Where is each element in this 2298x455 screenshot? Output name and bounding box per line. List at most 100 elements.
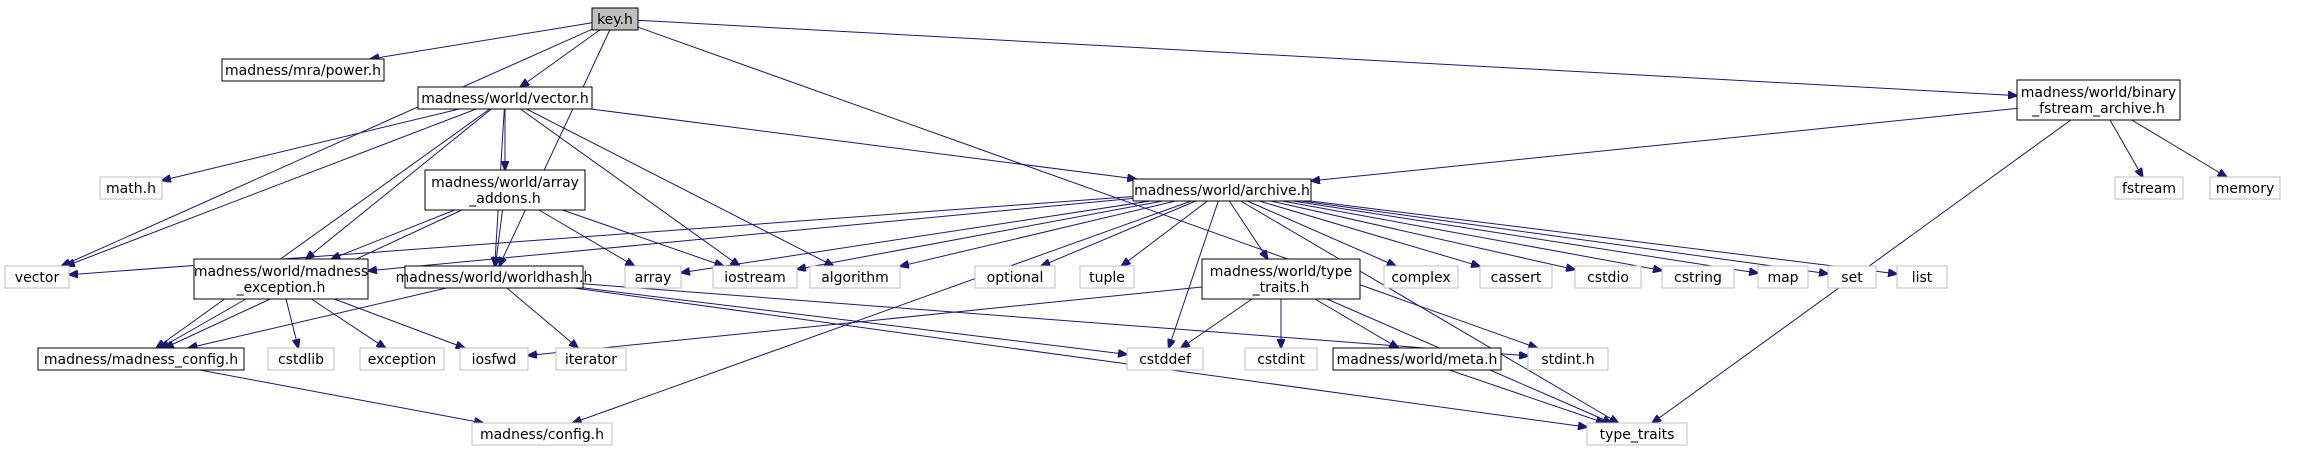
edge-archive-to-config xyxy=(573,200,1192,423)
node-label-iosfwd: iosfwd xyxy=(472,352,517,368)
node-label-cstdlib: cstdlib xyxy=(278,352,324,368)
node-madexc[interactable]: madness/world/madness_exception.h xyxy=(193,258,369,300)
node-box-set xyxy=(1827,265,1877,289)
node-box-cstddef xyxy=(1126,347,1204,371)
node-box-list xyxy=(1896,265,1948,289)
node-label-vector: vector xyxy=(15,270,60,286)
node-label-type_traits: type_traits xyxy=(1600,427,1675,443)
node-label-madexc-line-1: madness/world/madness xyxy=(194,264,368,280)
node-label-cassert: cassert xyxy=(1491,270,1542,286)
node-list: list xyxy=(1896,265,1948,289)
node-label-madcfg: madness/madness_config.h xyxy=(44,352,238,368)
node-label-fstream: fstream xyxy=(2122,181,2176,197)
edge-bfa-to-memory xyxy=(2131,119,2227,177)
node-map: map xyxy=(1757,265,1809,289)
node-label-config: madness/config.h xyxy=(480,427,604,443)
node-box-memory xyxy=(2209,176,2281,200)
edge-vectorh-to-iostream xyxy=(520,108,739,266)
node-label-typetraits_h-line-1: madness/world/type xyxy=(1210,264,1352,280)
node-box-iterator xyxy=(555,347,627,371)
node-label-power: madness/mra/power.h xyxy=(225,63,381,79)
node-madcfg[interactable]: madness/madness_config.h xyxy=(37,347,245,371)
node-meta[interactable]: madness/world/meta.h xyxy=(1332,347,1502,371)
edge-archive-to-list xyxy=(1310,200,1898,274)
node-label-iterator: iterator xyxy=(565,352,617,368)
node-label-arradd-line-1: madness/world/array xyxy=(431,175,579,191)
node-label-typetraits_h-line-2: _traits.h xyxy=(1252,280,1310,296)
edge-madexc-to-iosfwd xyxy=(334,298,464,348)
edge-vectorh-to-madexc xyxy=(306,108,492,259)
edge-vectorh-to-mathh xyxy=(162,108,460,181)
node-key[interactable]: key.h xyxy=(591,7,639,31)
node-box-config xyxy=(471,422,613,446)
node-cstring: cstring xyxy=(1661,265,1735,289)
edge-key-to-bfa xyxy=(637,19,2017,95)
edge-key-to-worldhash xyxy=(499,29,611,266)
node-memory: memory xyxy=(2209,176,2281,200)
node-label-array: array xyxy=(635,270,672,286)
node-type_traits: type_traits xyxy=(1586,422,1688,446)
node-arradd[interactable]: madness/world/array_addons.h xyxy=(424,169,586,211)
edge-worldhash-to-stdint xyxy=(582,283,1528,356)
node-power[interactable]: madness/mra/power.h xyxy=(221,58,385,82)
node-box-cstdio xyxy=(1574,265,1642,289)
node-tuple: tuple xyxy=(1079,265,1135,289)
edge-typetraits_h-to-cstddef xyxy=(1181,298,1253,348)
node-cstdlib: cstdlib xyxy=(267,347,335,371)
edge-bfa-to-archive xyxy=(1311,107,2018,180)
nodes-layer: key.h madness/mra/power.h madness/world/ve… xyxy=(4,7,2281,446)
node-cstddef: cstddef xyxy=(1126,347,1204,371)
edge-vectorh-to-algorithm xyxy=(526,108,834,266)
node-label-meta: madness/world/meta.h xyxy=(1337,352,1498,368)
edge-vectorh-to-madcfg xyxy=(156,108,490,348)
node-label-bfa-line-1: madness/world/binary xyxy=(2021,85,2176,101)
node-config: madness/config.h xyxy=(471,422,613,446)
edge-madexc-to-exception xyxy=(311,298,385,348)
node-set: set xyxy=(1827,265,1877,289)
edge-madexc-to-madcfg xyxy=(160,298,247,348)
edge-archive-to-algorithm xyxy=(900,200,1176,266)
edge-archive-to-iostream xyxy=(797,200,1164,269)
node-box-fstream xyxy=(2114,176,2184,200)
edge-archive-to-set xyxy=(1301,200,1828,274)
node-cassert: cassert xyxy=(1479,265,1553,289)
node-box-iosfwd xyxy=(459,347,529,371)
node-label-cstring: cstring xyxy=(1674,270,1722,286)
edge-key-to-stdint xyxy=(637,26,1537,348)
node-label-algorithm: algorithm xyxy=(821,270,889,286)
node-label-list: list xyxy=(1912,270,1933,286)
edge-meta-to-type_traits xyxy=(1449,369,1604,423)
edge-worldhash-to-type_traits xyxy=(574,287,1587,427)
node-box-cstring xyxy=(1661,265,1735,289)
node-label-complex: complex xyxy=(1391,270,1450,286)
node-label-worldhash: madness/world/worldhash.h xyxy=(396,270,593,286)
node-box-madcfg xyxy=(37,347,245,371)
node-box-cstdlib xyxy=(267,347,335,371)
edge-archive-to-array xyxy=(681,200,1151,273)
node-label-cstddef: cstddef xyxy=(1139,352,1192,368)
edge-typetraits_h-to-iosfwd xyxy=(528,286,1203,356)
node-label-iostream: iostream xyxy=(724,270,786,286)
node-box-archive xyxy=(1132,178,1312,202)
node-box-tuple xyxy=(1079,265,1135,289)
edge-archive-to-cstddef xyxy=(1169,200,1219,348)
node-label-map: map xyxy=(1767,270,1798,286)
edge-archive-to-cassert xyxy=(1259,200,1480,266)
node-bfa[interactable]: madness/world/binary_fstream_archive.h xyxy=(2016,79,2181,121)
node-label-madexc-line-2: _exception.h xyxy=(236,280,326,296)
node-box-iostream xyxy=(712,265,798,289)
node-label-archive: madness/world/archive.h xyxy=(1134,183,1310,199)
edge-archive-to-cstring xyxy=(1282,200,1662,270)
node-iostream: iostream xyxy=(712,265,798,289)
node-worldhash[interactable]: madness/world/worldhash.h xyxy=(396,265,593,289)
edge-archive-to-complex xyxy=(1246,200,1396,266)
node-label-optional: optional xyxy=(987,270,1044,286)
node-label-key: key.h xyxy=(597,12,633,28)
node-box-mathh xyxy=(99,176,163,200)
node-vectorh[interactable]: madness/world/vector.h xyxy=(417,86,593,110)
edge-archive-to-map xyxy=(1292,200,1758,273)
node-typetraits_h[interactable]: madness/world/type_traits.h xyxy=(1201,258,1361,300)
edge-archive-to-optional xyxy=(1041,200,1196,266)
node-archive[interactable]: madness/world/archive.h xyxy=(1132,178,1312,202)
